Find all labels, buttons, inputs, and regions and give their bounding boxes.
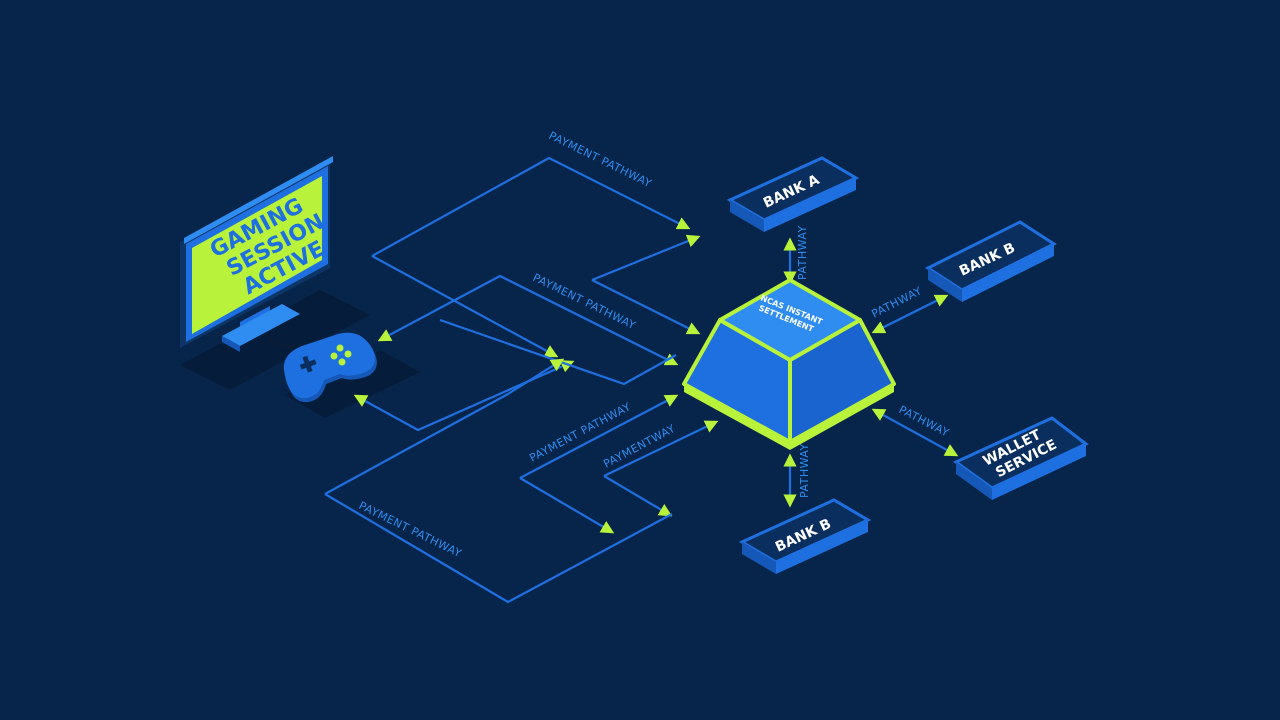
pathway-line-bottom-lower <box>324 493 673 604</box>
path-label-middle: PAYMENT PATHWAY <box>531 271 638 332</box>
node-bank-a: BANK A <box>726 156 860 232</box>
node-bank-b-bottom: BANK B <box>738 498 872 574</box>
link-wallet <box>871 408 959 457</box>
link-bank-b-right <box>871 294 949 334</box>
path-label-bank-b-bottom: PATHWAY <box>798 443 811 498</box>
pathway-line-lower-a-down <box>519 477 615 534</box>
node-bank-b-right: BANK B <box>924 220 1058 302</box>
path-label-top: PAYMENT PATHWAY <box>547 129 654 190</box>
pathway-line-top-branch2 <box>591 279 701 335</box>
pathway-line-lower-b <box>603 420 719 477</box>
node-wallet-service: WALLET SERVICE <box>953 416 1089 500</box>
pathway-line-middle-lower <box>439 318 677 386</box>
path-label-wallet: PATHWAY <box>897 403 952 439</box>
path-label-bottom: PAYMENT PATHWAY <box>357 499 464 560</box>
pathway-lines <box>324 156 959 604</box>
pathway-line-lower-a <box>519 394 679 479</box>
pathway-line-lower-b-down <box>603 475 673 517</box>
pathway-line-top-branch <box>591 234 701 282</box>
path-label-bank-a: PATHWAY <box>796 225 809 280</box>
pathway-line-top-return <box>371 255 559 358</box>
path-label-bank-b-right: PATHWAY <box>869 284 924 320</box>
pathway-line-top <box>371 156 691 257</box>
gamepad-icon <box>283 332 377 403</box>
pathway-line-middle <box>377 274 679 366</box>
pathway-line-middle-return <box>353 360 575 432</box>
settlement-hub: NCAS INSTANT SETTLEMENT <box>682 278 896 450</box>
pathway-line-bottom <box>324 358 565 495</box>
